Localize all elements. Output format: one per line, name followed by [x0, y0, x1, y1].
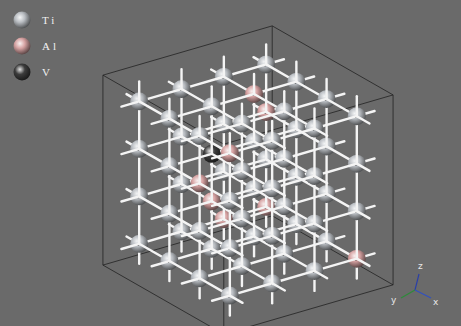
- legend-row: Ti: [12, 9, 57, 31]
- legend-row: Al: [12, 35, 59, 57]
- legend-swatch: [12, 62, 32, 82]
- legend-row: V: [12, 61, 53, 83]
- legend-label: Al: [42, 40, 59, 52]
- axis-label: z: [418, 262, 423, 271]
- legend-label: Ti: [42, 14, 57, 26]
- legend-label: V: [42, 66, 53, 78]
- legend-swatch: [12, 10, 32, 30]
- axis-label: y: [391, 296, 396, 305]
- legend-swatch: [12, 36, 32, 56]
- cell-box: [103, 26, 393, 326]
- axis-label: x: [433, 298, 438, 307]
- axis-triad: [401, 274, 431, 298]
- atom-lattice: [121, 44, 374, 315]
